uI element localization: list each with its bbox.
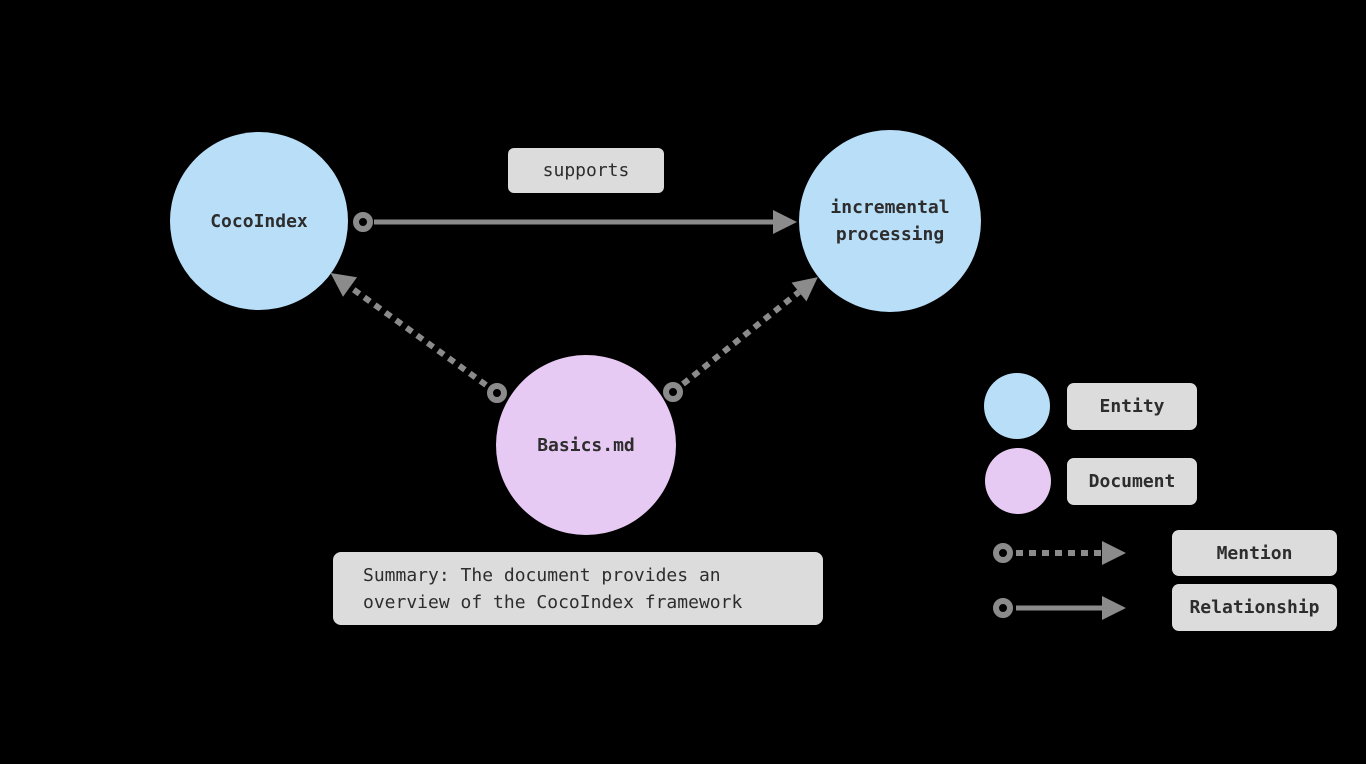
legend-label-entity: Entity	[1067, 383, 1197, 430]
legend-label-mention-text: Mention	[1216, 542, 1293, 564]
node-basics-md: Basics.md	[496, 355, 676, 535]
edge-source-ring-icon	[487, 383, 507, 403]
summary-box: Summary: The document provides an overvi…	[333, 552, 823, 625]
legend-relationship-arrow-icon	[993, 596, 1126, 620]
summary-line-1: Summary: The document provides an	[363, 565, 721, 586]
legend-label-document-text: Document	[1088, 471, 1176, 492]
edge-source-ring-icon	[663, 382, 683, 402]
legend-document-swatch-icon	[985, 448, 1051, 514]
summary-line-2: overview of the CocoIndex framework	[363, 592, 743, 613]
legend-label-document: Document	[1067, 458, 1197, 505]
legend-label-relationship: Relationship	[1172, 584, 1337, 631]
node-incremental-processing: incremental processing	[799, 130, 981, 312]
node-cocoindex-label: CocoIndex	[210, 210, 308, 232]
relationship-edge-supports	[353, 210, 797, 234]
edge-label-supports-text: supports	[542, 160, 630, 181]
edge-source-ring-icon	[993, 543, 1013, 563]
node-incremental-processing-label-line1: incremental	[830, 197, 950, 218]
legend-entity-swatch-icon	[984, 373, 1050, 439]
mention-edge-line	[330, 272, 488, 388]
node-incremental-processing-label-line2: processing	[835, 224, 945, 245]
edge-label-supports: supports	[508, 148, 664, 193]
mention-edge-basics-to-cocoindex	[330, 272, 507, 403]
edge-source-ring-icon	[993, 598, 1013, 618]
mention-edge-basics-to-incremental	[663, 277, 818, 402]
node-basics-md-label: Basics.md	[537, 434, 635, 456]
legend-label-entity-text: Entity	[1099, 396, 1165, 417]
legend-mention-arrow-icon	[993, 541, 1126, 565]
node-cocoindex: CocoIndex	[170, 132, 348, 310]
mention-edge-line	[681, 277, 818, 387]
legend-label-relationship-text: Relationship	[1189, 597, 1320, 618]
edge-source-ring-icon	[353, 212, 373, 232]
legend-label-mention: Mention	[1172, 530, 1337, 576]
